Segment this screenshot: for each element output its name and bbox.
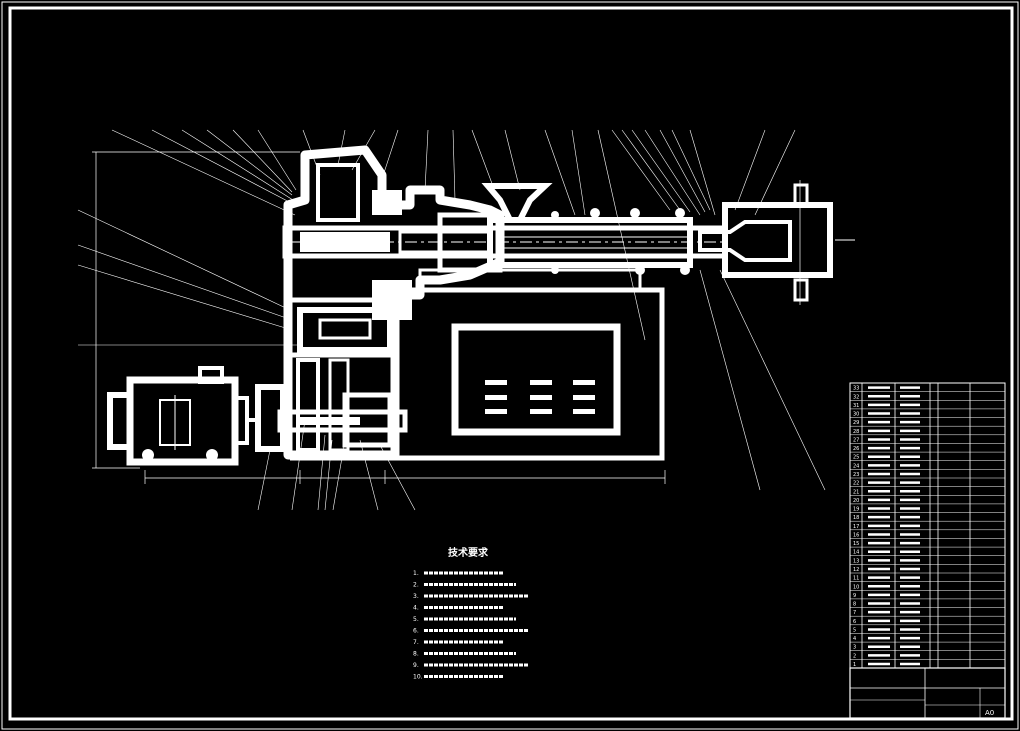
title-block: A0 xyxy=(849,667,1006,719)
parts-row-number: 7 xyxy=(853,610,856,616)
parts-row-number: 13 xyxy=(853,558,859,564)
die-head xyxy=(698,180,855,305)
parts-row-number: 20 xyxy=(853,498,859,504)
parts-row-number: 27 xyxy=(853,437,859,443)
parts-row-number: 31 xyxy=(853,403,859,409)
feed-hopper xyxy=(481,183,553,223)
parts-row-number: 12 xyxy=(853,567,859,573)
parts-row-number: 5 xyxy=(853,627,856,633)
parts-row-number: 33 xyxy=(853,386,859,392)
parts-row-number: 14 xyxy=(853,550,859,556)
parts-row-number: 26 xyxy=(853,446,859,452)
note-number: 6. xyxy=(413,628,419,635)
parts-list: 3332313029282726252423222120191817161514… xyxy=(849,382,1006,669)
extruder-assembly xyxy=(77,129,855,511)
note-number: 10. xyxy=(413,674,423,681)
technical-notes: 技术要求 1. 2. 3. 4. 5. 6. 7. 8. 9. 10. xyxy=(413,546,528,681)
note-number: 5. xyxy=(413,616,419,623)
note-number: 1. xyxy=(413,570,419,577)
parts-row-number: 30 xyxy=(853,412,859,418)
parts-row-number: 8 xyxy=(853,602,856,608)
note-number: 9. xyxy=(413,662,419,669)
motor xyxy=(107,366,286,466)
parts-row-number: 6 xyxy=(853,619,856,625)
parts-row-number: 4 xyxy=(853,636,856,642)
parts-row-number: 24 xyxy=(853,463,859,469)
parts-row-number: 9 xyxy=(853,593,856,599)
parts-row-number: 21 xyxy=(853,489,859,495)
parts-row-number: 11 xyxy=(853,576,859,582)
parts-row-number: 17 xyxy=(853,524,859,530)
parts-row-number: 1 xyxy=(853,662,856,668)
parts-row-number: 18 xyxy=(853,515,859,521)
parts-row-number: 22 xyxy=(853,481,859,487)
parts-row-number: 25 xyxy=(853,455,859,461)
note-number: 2. xyxy=(413,582,419,589)
parts-row-number: 19 xyxy=(853,507,859,513)
parts-row-number: 23 xyxy=(853,472,859,478)
note-number: 8. xyxy=(413,651,419,658)
parts-row-number: 29 xyxy=(853,420,859,426)
dimension-lines xyxy=(92,151,666,484)
parts-row-number: 2 xyxy=(853,653,856,659)
leader-lines xyxy=(77,129,826,511)
parts-row-number: 10 xyxy=(853,584,859,590)
sheet-size: A0 xyxy=(985,709,994,717)
parts-row-number: 15 xyxy=(853,541,859,547)
parts-row-number: 32 xyxy=(853,394,859,400)
parts-row-number: 28 xyxy=(853,429,859,435)
note-number: 3. xyxy=(413,593,419,600)
parts-row-number: 3 xyxy=(853,645,856,651)
note-number: 7. xyxy=(413,639,419,646)
parts-row-number: 16 xyxy=(853,532,859,538)
gearbox-housing xyxy=(277,145,505,460)
note-number: 4. xyxy=(413,605,419,612)
machine-frame xyxy=(290,268,665,461)
inner-border xyxy=(8,6,1014,721)
notes-title: 技术要求 xyxy=(448,546,489,559)
